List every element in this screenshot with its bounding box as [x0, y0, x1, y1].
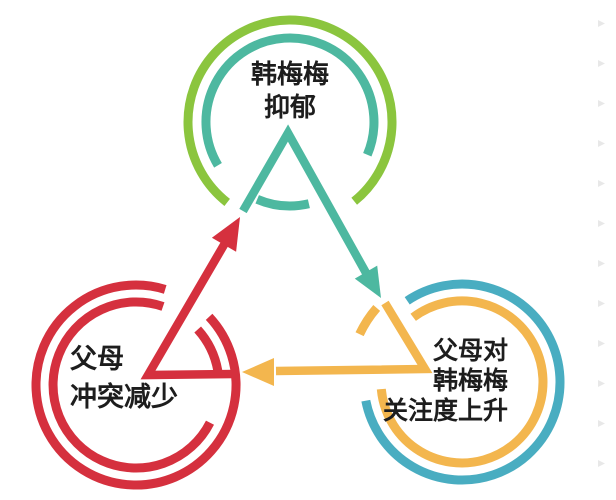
right-node-inner-ring	[376, 296, 548, 468]
right-node-label: 父母对 韩梅梅 关注度上升	[330, 336, 508, 426]
top-node-label: 韩梅梅 抑郁	[190, 59, 390, 125]
top-node-label-line1: 韩梅梅	[250, 60, 329, 90]
arrow-left-to-top-shaft	[140, 235, 235, 380]
left-node-label-line1: 父母	[70, 344, 124, 375]
top-node-outer-ring	[183, 15, 397, 206]
arrow-top-to-right-shaft	[239, 124, 374, 283]
arrowhead-yellow-left	[242, 358, 274, 386]
left-node-label: 父母 冲突减少	[70, 341, 250, 417]
left-node-label-line2: 冲突减少	[70, 382, 178, 413]
arrow-right-to-left-shaft	[275, 300, 433, 376]
right-node-label-line1: 父母对	[432, 336, 508, 365]
left-node-inner-ring-east-segment	[194, 326, 223, 372]
left-node-outer-ring	[31, 280, 241, 490]
right-node-inner-ring-west-segment	[355, 304, 381, 337]
top-node-inner-ring-bottom-segment	[255, 195, 310, 211]
page-edge-marks	[598, 20, 605, 467]
top-node-label-line2: 抑郁	[263, 93, 316, 123]
left-node-inner-ring	[48, 297, 215, 473]
right-node-label-line3: 关注度上升	[382, 396, 508, 425]
right-node-outer-ring	[361, 279, 565, 485]
arrowhead-teal-down-right	[354, 265, 381, 298]
right-node-label-line2: 韩梅梅	[432, 366, 508, 395]
top-node-inner-ring	[201, 33, 379, 168]
arrowhead-red-up-right	[211, 217, 240, 252]
